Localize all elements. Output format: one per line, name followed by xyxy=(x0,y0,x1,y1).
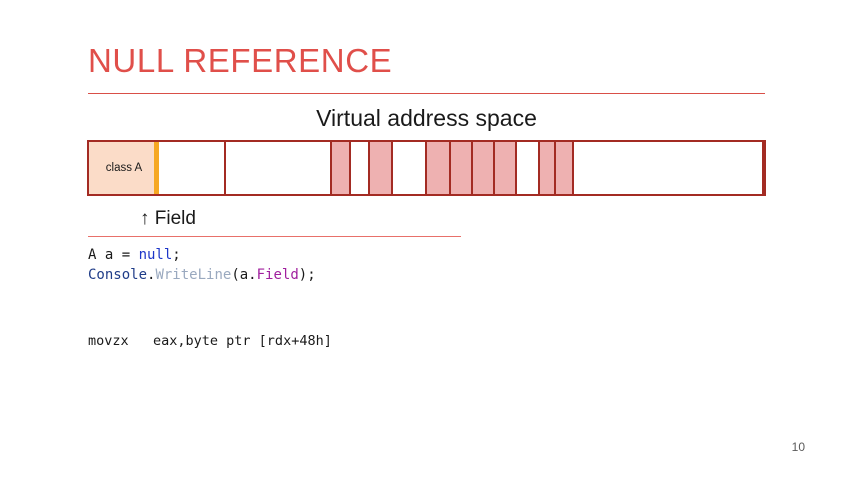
code-token-plain: ); xyxy=(298,267,316,283)
memory-cell-alloc-6 xyxy=(495,142,517,194)
memory-cell-free-1 xyxy=(161,142,226,194)
code-token-method: WriteLine xyxy=(155,267,232,283)
code-token-type: Console xyxy=(88,267,148,283)
field-divider xyxy=(88,236,461,237)
code-token-plain: . xyxy=(147,267,156,283)
code-line-1: A a = null; xyxy=(88,245,316,265)
assembly-line-1: movzx eax,byte ptr [rdx+48h] xyxy=(88,333,332,349)
code-token-member: Field xyxy=(256,267,299,283)
field-marker-stripe xyxy=(154,142,159,194)
memory-cell-alloc-8 xyxy=(556,142,574,194)
memory-cell-alloc-1 xyxy=(332,142,351,194)
memory-cell-free-6 xyxy=(574,142,764,194)
code-line-2: Console.WriteLine(a.Field); xyxy=(88,265,316,285)
assembly-code-block: movzx eax,byte ptr [rdx+48h] xyxy=(88,331,332,351)
title-divider xyxy=(88,93,765,94)
page-title: NULL REFERENCE xyxy=(88,42,393,79)
memory-cell-alloc-7 xyxy=(540,142,556,194)
csharp-code-block: A a = null;Console.WriteLine(a.Field); xyxy=(88,245,316,285)
page-number: 10 xyxy=(791,440,805,454)
memory-cell-alloc-5 xyxy=(473,142,495,194)
memory-cell-alloc-3 xyxy=(427,142,451,194)
memory-cell-free-4 xyxy=(393,142,427,194)
memory-cell-alloc-2 xyxy=(370,142,393,194)
memory-object-label: class A xyxy=(105,162,143,174)
memory-cell-alloc-4 xyxy=(451,142,473,194)
diagram-caption: Virtual address space xyxy=(316,105,537,131)
memory-cell-free-5 xyxy=(517,142,540,194)
field-annotation: ↑ Field xyxy=(140,208,196,229)
code-token-plain: (a. xyxy=(231,267,257,283)
code-token-keyword: null xyxy=(138,247,173,263)
memory-cell-free-3 xyxy=(351,142,370,194)
virtual-address-space-bar: class A xyxy=(87,140,766,196)
code-token-plain: ; xyxy=(172,247,181,263)
code-token-plain: A a = xyxy=(88,247,139,263)
memory-cell-free-2 xyxy=(226,142,332,194)
